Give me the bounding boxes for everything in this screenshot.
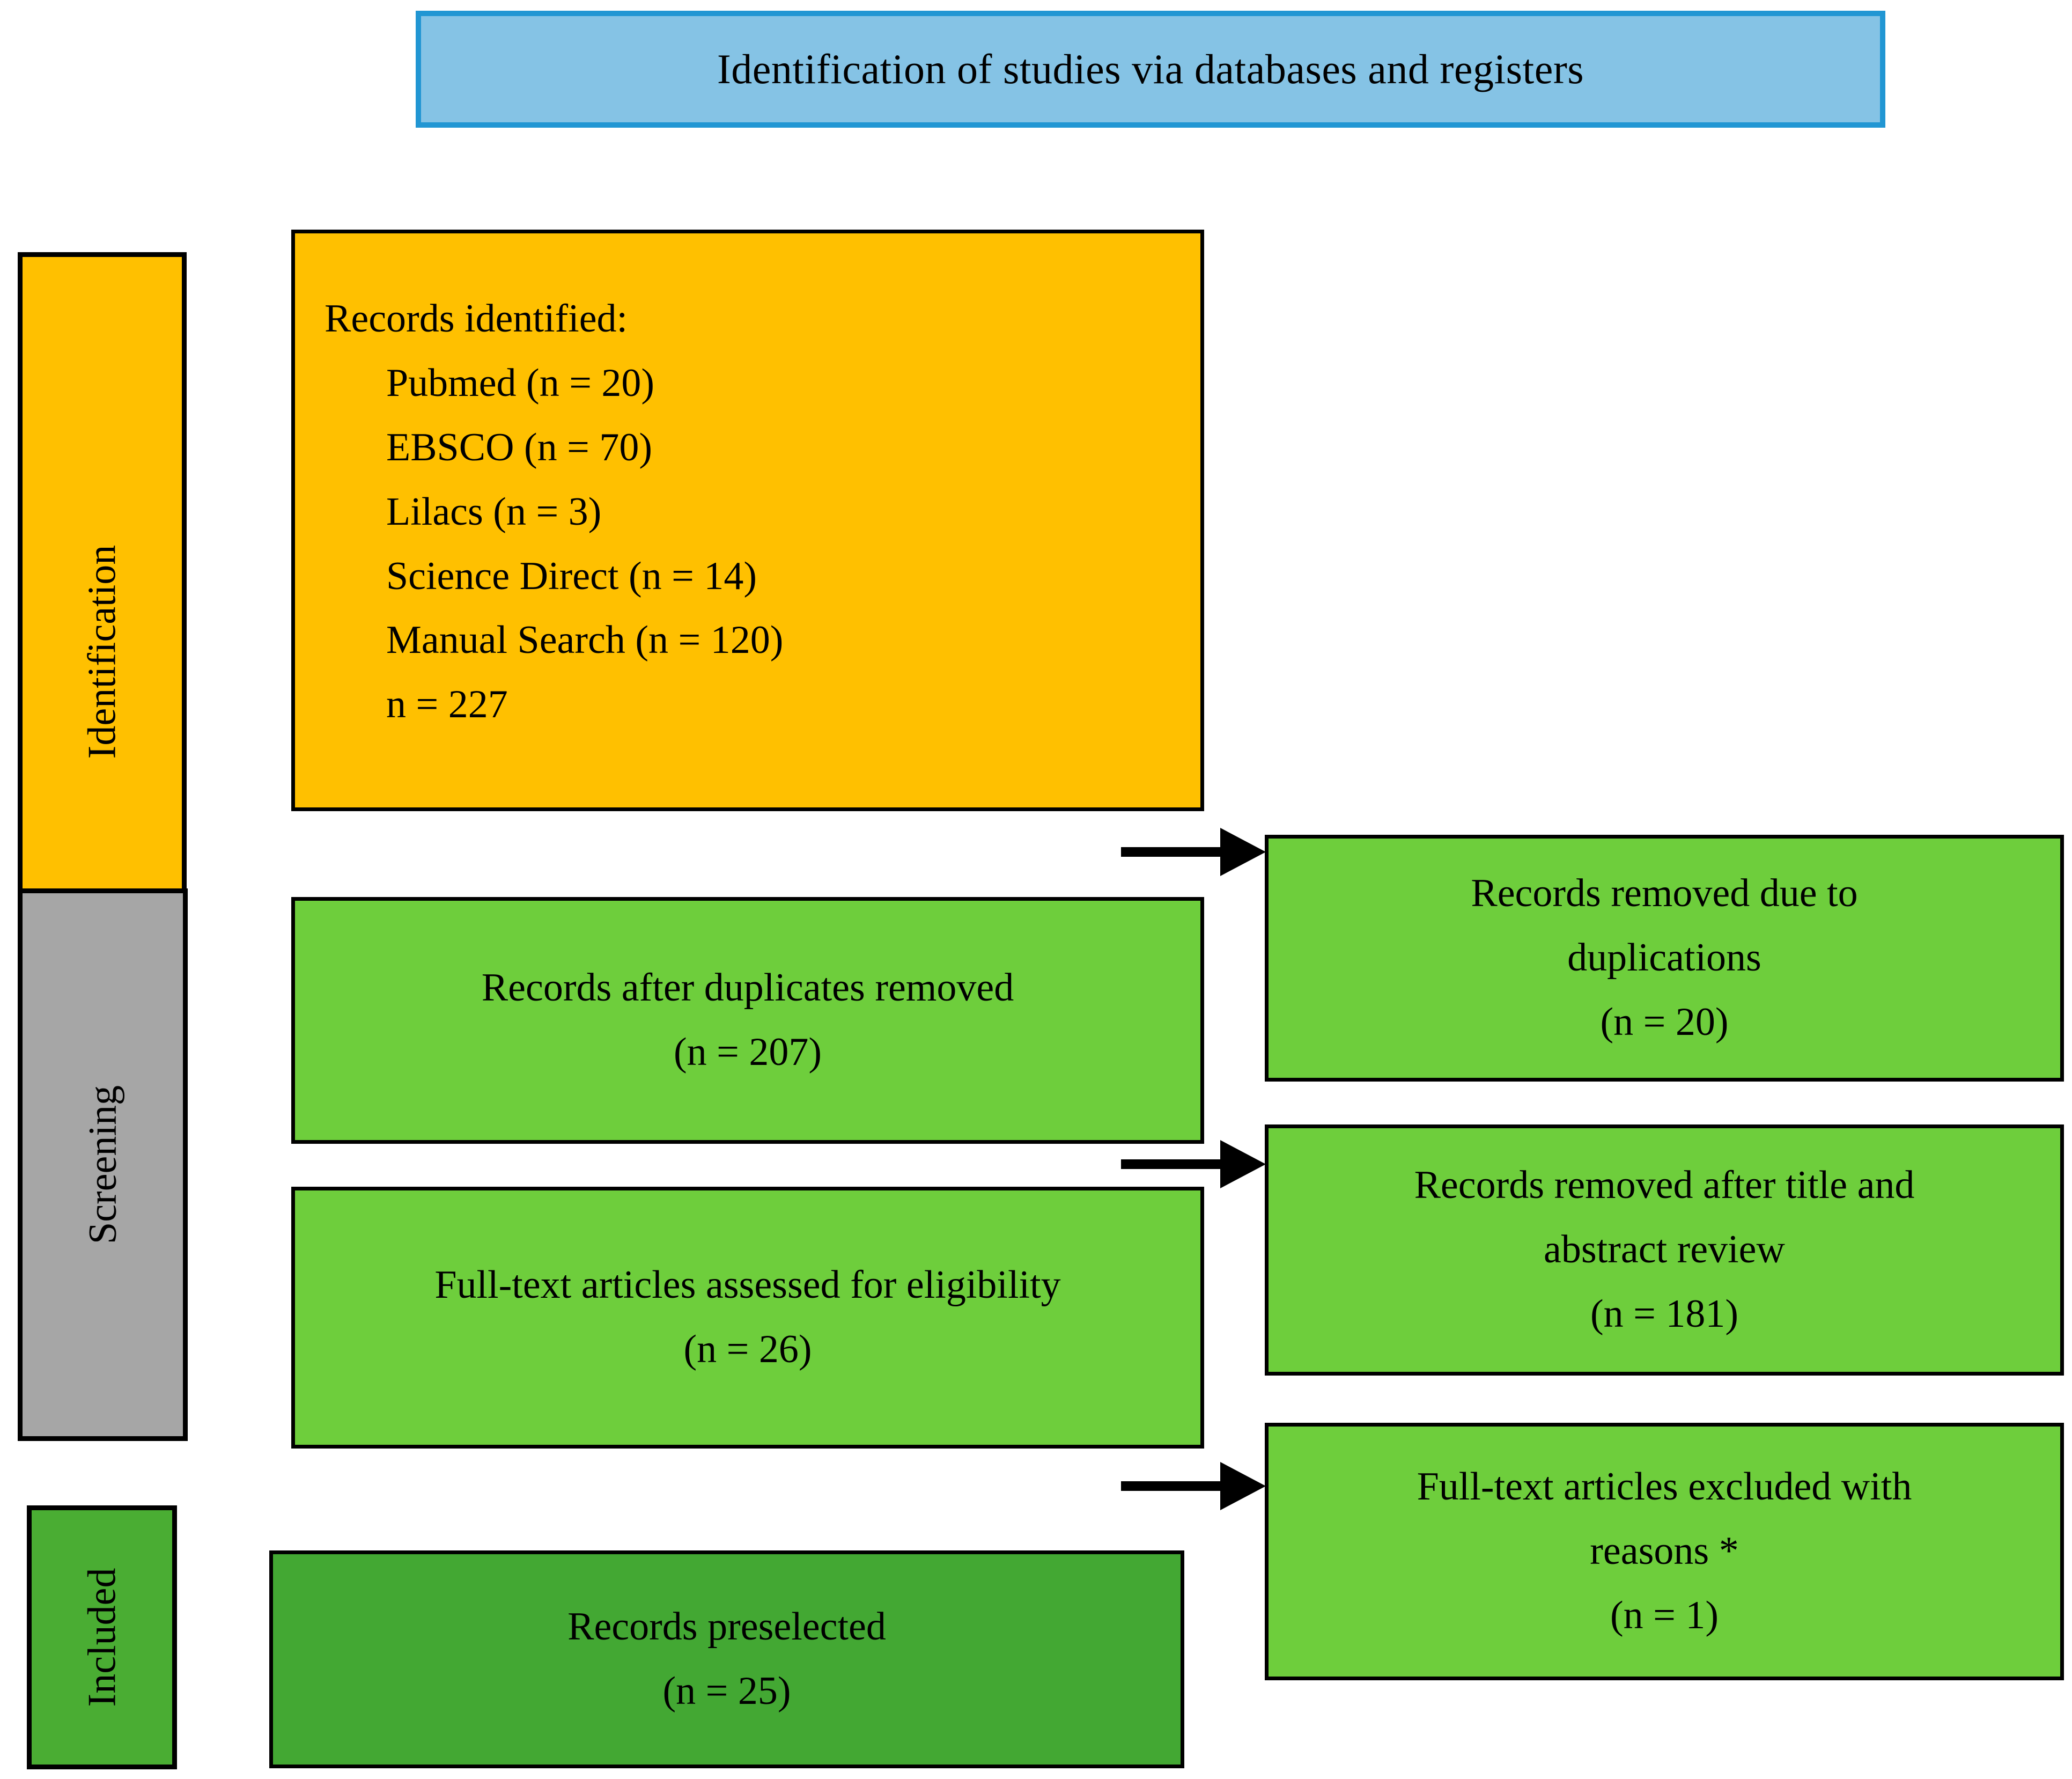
fulltext-excluded-count: (n = 1) [1610,1593,1719,1637]
duplicates-removed-label-line2: duplications [1567,936,1761,980]
fulltext-excluded-box: Full-text articles excluded with reasons… [1265,1423,2064,1680]
duplicates-removed-box: Records removed due to duplications (n =… [1265,835,2064,1082]
records-after-duplicates-count: (n = 207) [673,1030,822,1074]
stage-label-included-text: Included [80,1568,124,1707]
fulltext-assessed-count: (n = 26) [683,1327,812,1371]
source-line-ebsco: EBSCO (n = 70) [386,425,653,469]
records-preselected-label: Records preselected [567,1605,886,1649]
source-line-lilacs: Lilacs (n = 3) [386,489,602,534]
source-line-manual-search: Manual Search (n = 120) [386,618,784,663]
records-after-duplicates-box: Records after duplicates removed (n = 20… [291,897,1204,1144]
records-identified-total: n = 227 [386,682,508,727]
source-line-pubmed: Pubmed (n = 20) [386,361,655,405]
title-abstract-removed-box: Records removed after title and abstract… [1265,1124,2064,1376]
source-line-science-direct: Science Direct (n = 14) [386,554,757,598]
fulltext-assessed-box: Full-text articles assessed for eligibil… [291,1187,1204,1449]
fulltext-assessed-label: Full-text articles assessed for eligibil… [434,1263,1061,1307]
title-abstract-removed-count: (n = 181) [1590,1291,1739,1336]
stage-label-screening: Screening [18,888,188,1441]
duplicates-removed-label-line1: Records removed due to [1471,871,1858,916]
stage-label-included: Included [27,1505,177,1769]
fulltext-excluded-label-line1: Full-text articles excluded with [1417,1465,1912,1509]
records-identified-heading: Records identified: [325,297,628,341]
records-preselected-count: (n = 25) [662,1669,791,1713]
diagram-header-banner: Identification of studies via databases … [416,11,1885,128]
records-preselected-box: Records preselected (n = 25) [269,1550,1184,1768]
fulltext-excluded-label-line2: reasons * [1590,1529,1739,1574]
stage-label-screening-text: Screening [80,1085,125,1244]
title-abstract-removed-label-line2: abstract review [1544,1227,1785,1272]
records-identified-box: Records identified: Pubmed (n = 20) EBSC… [291,230,1204,811]
duplicates-removed-count: (n = 20) [1600,999,1729,1044]
records-after-duplicates-label: Records after duplicates removed [481,966,1014,1010]
stage-label-identification-text: Identification [80,545,124,759]
diagram-title: Identification of studies via databases … [717,46,1584,93]
title-abstract-removed-label-line1: Records removed after title and [1414,1163,1915,1208]
